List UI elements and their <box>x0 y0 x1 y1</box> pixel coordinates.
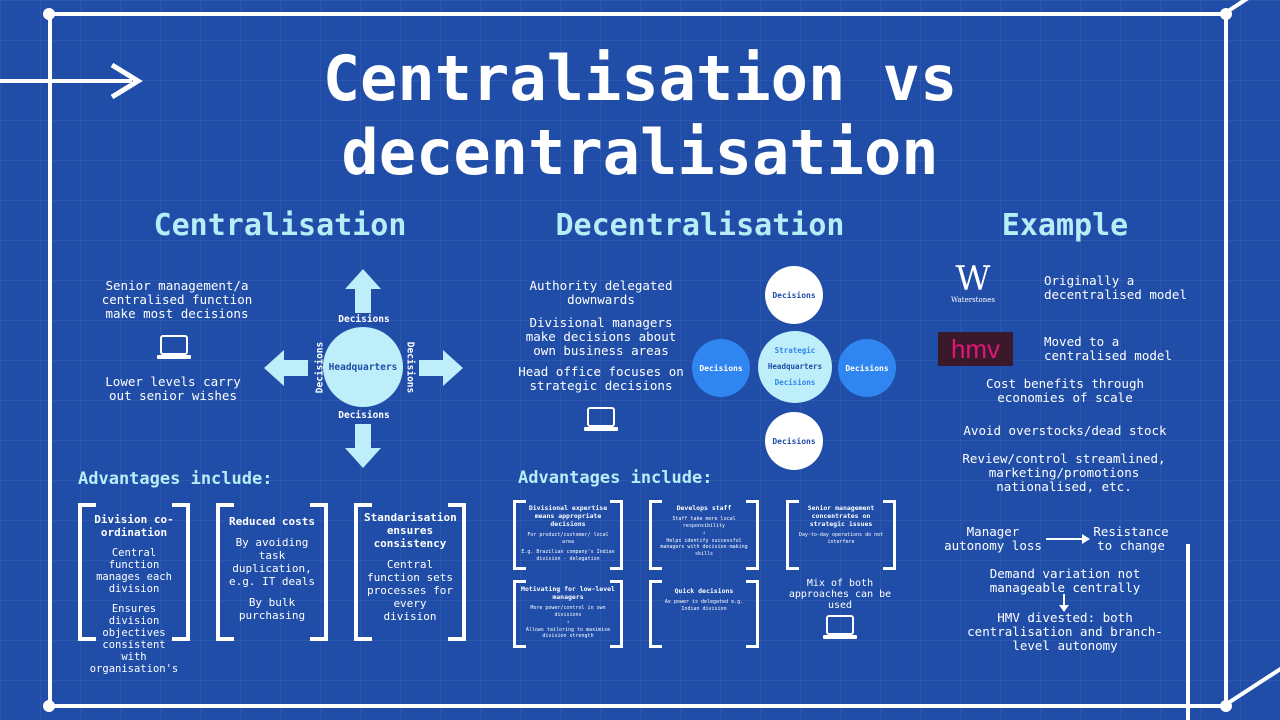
arrow-right-icon <box>0 62 143 100</box>
advantage-box: Motivating for low-level managers More p… <box>513 580 623 648</box>
advantage-box: Division co-ordination Central function … <box>78 503 190 675</box>
hmv-divested: HMV divested: both centralisation and br… <box>967 610 1163 653</box>
advantage-box: Senior management concentrates on strate… <box>786 500 896 570</box>
advantage-box: Quick decisions As power is delegated e.… <box>649 580 759 648</box>
example-heading: Example <box>1001 208 1129 243</box>
hmv-text: Moved to a centralised model <box>1044 334 1172 363</box>
headquarters-label: Headquarters <box>328 361 398 373</box>
decentralisation-text-3: Head office focuses on strategic decisio… <box>518 364 684 393</box>
centralisation-advantages-heading: Advantages include: <box>78 469 273 489</box>
advantage-body: Day-to-day operations do not interfere <box>798 532 884 545</box>
down-arrow: ↓ <box>566 619 570 625</box>
decentralisation-advantages-heading: Advantages include: <box>518 468 713 488</box>
waterstones-logo-mark: W <box>955 259 991 299</box>
centralisation-text-2: Lower levels carry out senior wishes <box>105 374 241 403</box>
page-title: Centralisation vs decentralisation <box>0 42 1280 190</box>
decisions-label-right: Decisions <box>404 341 416 394</box>
example-line-1: Cost benefits through economies of scale <box>985 376 1145 405</box>
down-arrow: ↓ <box>702 530 706 536</box>
node-label: Decisions <box>772 436 816 446</box>
laptop-icon <box>823 615 857 639</box>
advantage-box: Reduced costs By avoiding task duplicati… <box>216 503 328 641</box>
laptop-icon <box>157 335 191 359</box>
advantage-body: By bulk purchasing <box>238 596 306 622</box>
arrow-down-icon <box>345 424 381 468</box>
advantage-body: For product/customer/ local area <box>527 532 609 545</box>
node-label: Decisions <box>845 363 889 373</box>
frame-top <box>48 12 1228 16</box>
centralisation-heading: Centralisation <box>153 208 407 243</box>
node-label: Decisions <box>699 363 743 373</box>
decentralisation-heading: Decentralisation <box>555 208 845 243</box>
advantage-body: As power is delegated e.g. Indian divisi… <box>664 599 744 612</box>
advantage-title: Quick decisions <box>674 587 734 595</box>
decisions-label-left: Decisions <box>314 341 326 394</box>
arrow-left-icon <box>264 350 308 386</box>
advantage-title: Divisional expertise means appropriate d… <box>528 504 608 528</box>
advantage-body: Central function manages each division <box>96 547 172 595</box>
arrow-right-icon <box>419 350 463 386</box>
hmv-logo-text: hmv <box>950 334 1001 364</box>
centralisation-text-1: Senior management/a centralised function… <box>101 278 253 321</box>
frame-diagonal <box>1226 0 1280 14</box>
example-line-2: Avoid overstocks/dead stock <box>963 423 1167 438</box>
waterstones-logo-name: Waterstones <box>951 296 995 304</box>
advantage-body: Allows tailoring to maximise division st… <box>525 626 611 640</box>
frame-left <box>48 12 52 708</box>
advantage-body: Helps identify successful managers with … <box>660 537 748 557</box>
frame-vertical-right <box>1186 544 1190 720</box>
frame-right <box>1224 12 1228 708</box>
advantage-box: Divisional expertise means appropriate d… <box>513 500 623 570</box>
decision-node-top: Decisions <box>765 266 823 324</box>
advantage-title: Reduced costs <box>228 515 316 528</box>
decisions-label: Decisions <box>774 378 816 387</box>
strategic-hq-circle: Strategic Headquarters Decisions <box>758 331 832 403</box>
decisions-label-bottom: Decisions <box>338 410 390 421</box>
hq-label: Headquarters <box>767 362 823 371</box>
advantage-box: Standarisation ensures consistency Centr… <box>354 503 466 641</box>
decentralisation-text-1: Authority delegated downwards <box>529 278 673 307</box>
frame-dot <box>43 700 55 712</box>
advantage-body: Ensures division objectives consistent w… <box>89 603 179 675</box>
advantage-body: Staff take more local responsibility <box>672 516 736 529</box>
advantage-title: Standarisation ensures consistency <box>364 511 457 550</box>
headquarters-circle: Headquarters <box>323 327 403 407</box>
decentralisation-text-2: Divisional managers make decisions about… <box>525 315 677 358</box>
frame-diagonal <box>1226 663 1280 706</box>
decisions-label-top: Decisions <box>338 314 390 325</box>
arrow-right-icon <box>1046 534 1090 544</box>
decision-node-right: Decisions <box>838 339 896 397</box>
title-line-1: Centralisation vs <box>322 42 958 115</box>
arrow-up-icon <box>345 269 381 313</box>
advantage-title: Senior management concentrates on strate… <box>807 504 875 528</box>
node-label: Decisions <box>772 290 816 300</box>
mix-text: Mix of both approaches can be used <box>788 578 892 611</box>
frame-dot <box>43 8 55 20</box>
decision-node-bottom: Decisions <box>765 412 823 470</box>
advantage-body: E.g. Brazilian company's Indian division… <box>521 549 615 562</box>
frame-bottom <box>48 704 1228 708</box>
laptop-icon <box>584 407 618 431</box>
advantage-body: Central function sets processes for ever… <box>366 558 454 623</box>
demand-variation: Demand variation not manageable centrall… <box>989 566 1141 595</box>
title-line-2: decentralisation <box>341 116 939 189</box>
advantage-title: Division co-ordination <box>94 513 174 539</box>
advantage-body: More power/control in own divisions <box>530 605 606 618</box>
advantage-title: Develops staff <box>676 504 732 512</box>
waterstones-text: Originally a decentralised model <box>1044 273 1187 302</box>
decision-node-left: Decisions <box>692 339 750 397</box>
arrow-down-icon <box>1059 594 1069 612</box>
advantage-title: Motivating for low-level managers <box>521 585 615 601</box>
waterstones-logo: W Waterstones <box>940 262 1006 304</box>
example-line-3: Review/control streamlined, marketing/pr… <box>962 451 1166 494</box>
hmv-logo: hmv <box>938 332 1013 366</box>
manager-autonomy-loss: Manager autonomy loss <box>944 524 1042 553</box>
advantage-box: Develops staff Staff take more local res… <box>649 500 759 570</box>
strategic-label: Strategic <box>774 346 816 355</box>
advantage-body: By avoiding task duplication, e.g. IT de… <box>228 536 316 588</box>
resistance-to-change: Resistance to change <box>1093 524 1169 553</box>
